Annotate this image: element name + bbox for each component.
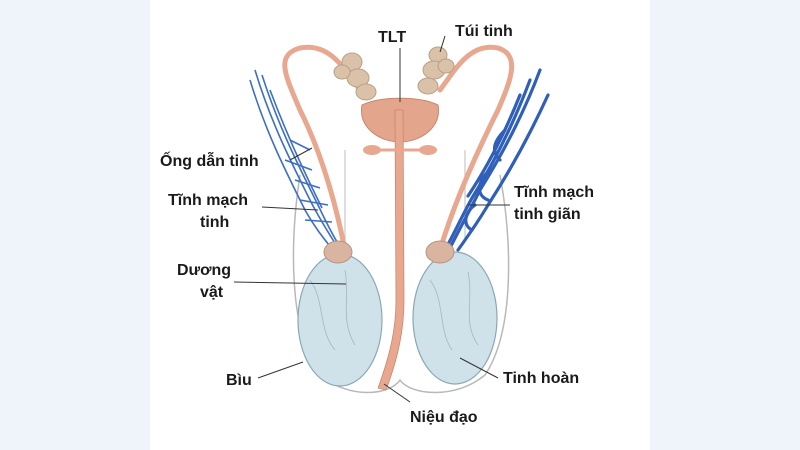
left-vas-deferens <box>282 44 363 253</box>
label-tinh-mach-tinh-1: Tĩnh mạch <box>168 192 248 209</box>
right-testis <box>412 251 498 385</box>
leader-lines <box>233 35 510 403</box>
label-nieu-dao: Niệu đạo <box>410 409 478 426</box>
right-vas-deferens <box>437 44 515 253</box>
label-tui-tinh: Túi tinh <box>455 23 513 40</box>
label-duong-vat-2: vật <box>200 284 224 301</box>
left-margin <box>0 0 150 450</box>
right-margin <box>650 0 800 450</box>
label-ong-dan-tinh: Ống dẫn tinh <box>160 150 259 170</box>
right-varicose-veins <box>444 68 550 252</box>
scrotum <box>292 174 510 394</box>
label-tinh-mach-gian-1: Tĩnh mạch <box>514 184 594 201</box>
label-tlt: TLT <box>378 29 406 46</box>
left-epididymis <box>323 240 353 264</box>
right-epididymis <box>425 240 455 264</box>
seminal-vesicles <box>333 46 455 101</box>
label-biu: Bìu <box>226 372 252 389</box>
right-testis-texture <box>429 271 479 351</box>
left-spermatic-veins <box>249 69 343 251</box>
label-tinh-mach-gian-2: tinh giãn <box>514 206 581 223</box>
label-tinh-mach-tinh-2: tinh <box>200 214 229 231</box>
left-testis-texture <box>309 269 356 351</box>
bulbourethral-glands <box>363 145 437 155</box>
left-testis <box>297 253 383 387</box>
label-tinh-hoan: Tinh hoàn <box>503 370 579 387</box>
label-duong-vat-1: Dương <box>177 262 231 279</box>
urethra <box>377 109 405 391</box>
